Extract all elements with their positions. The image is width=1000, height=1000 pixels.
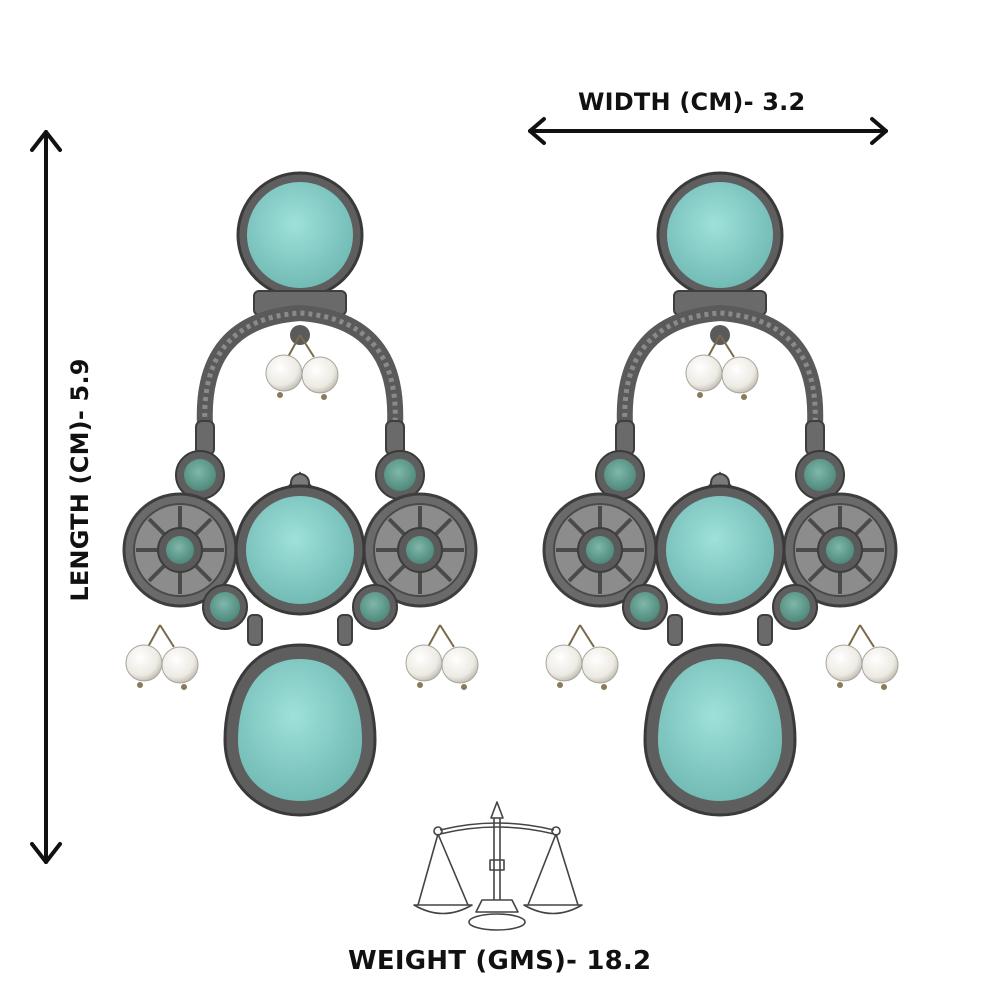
right-earring bbox=[544, 173, 898, 815]
double-arrow-horizontal-icon bbox=[528, 117, 888, 145]
weight-label: WEIGHT (GMS)- 18.2 bbox=[348, 946, 652, 976]
length-label: LENGTH (CM)- 5.9 bbox=[66, 358, 94, 602]
balance-scale-icon bbox=[413, 801, 583, 931]
double-arrow-vertical-icon bbox=[30, 130, 62, 864]
width-label: WIDTH (CM)- 3.2 bbox=[578, 88, 806, 116]
left-earring bbox=[124, 173, 478, 815]
